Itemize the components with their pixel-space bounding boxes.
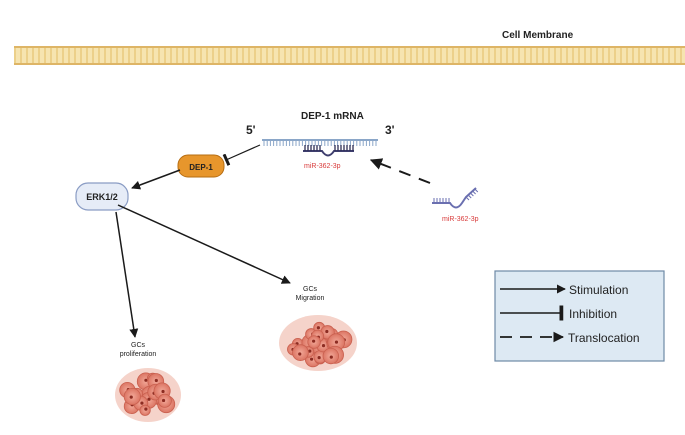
mrna-title: DEP-1 mRNA [301, 111, 364, 122]
mirna-free-label: miR-362-3p [442, 216, 479, 223]
dep1-to-erk-arrow [131, 169, 181, 190]
mirna-free [432, 187, 479, 209]
cell-nucleus [144, 378, 148, 382]
three-prime-label: 3' [385, 123, 395, 137]
cell-nucleus [312, 339, 316, 343]
five-prime-label: 5' [246, 123, 256, 137]
dep1-node: DEP-1 [177, 154, 225, 178]
legend-box [494, 270, 665, 362]
cell-nucleus [147, 397, 151, 401]
cell-nucleus [161, 389, 165, 394]
proliferation-label-line1: GCs [131, 342, 146, 349]
dep1-label: DEP-1 [189, 163, 213, 172]
mirna-base-tick [465, 196, 470, 201]
cell-nucleus [325, 329, 329, 334]
cell-nucleus [129, 395, 133, 399]
mirna-base-tick [467, 194, 472, 199]
cell-nucleus [140, 401, 144, 405]
proliferation-label-line2: proliferation [120, 351, 157, 358]
mirna-bound-label: miR-362-3p [304, 163, 341, 170]
cell-nucleus [321, 344, 326, 348]
legend-stimulation-label: Stimulation [569, 283, 628, 297]
cell-nucleus [310, 357, 314, 361]
cell-nucleus [154, 378, 158, 383]
mirna-base-tick [470, 192, 474, 197]
mrna-strand [262, 139, 378, 146]
erk-node: ERK1/2 [75, 182, 129, 211]
erk-to-proliferation-arrow [115, 211, 139, 338]
mirna-base-tick [472, 190, 476, 195]
cell-nucleus [144, 407, 148, 411]
erk-label: ERK1/2 [86, 192, 118, 202]
migration-cell-cluster [279, 315, 357, 371]
cell-nucleus [161, 398, 166, 403]
mirna-bound [303, 145, 354, 157]
cell-nucleus [329, 355, 333, 359]
migration-label-line2: Migration [296, 295, 325, 302]
cell-nucleus [317, 356, 321, 360]
mirna-free-strand [432, 187, 477, 209]
migration-label-line1: GCs [303, 286, 318, 293]
legend: Stimulation Inhibition Translocation [494, 270, 665, 362]
erk-to-migration-arrow [117, 204, 291, 284]
membrane-label: Cell Membrane [502, 30, 574, 41]
cell-membrane [14, 46, 685, 65]
cell-nucleus [298, 352, 302, 356]
inhibition-arrow [222, 144, 261, 166]
cell-nucleus [308, 349, 312, 353]
erk-shape [75, 182, 129, 211]
cell-nucleus [316, 326, 320, 330]
translocation-arrow [369, 158, 431, 184]
mirna-bound-strand [303, 150, 354, 157]
legend-inhibition-label: Inhibition [569, 307, 617, 321]
proliferation-cell-cluster [115, 368, 181, 422]
mirna-base-tick [474, 188, 479, 193]
legend-translocation-label: Translocation [568, 331, 640, 345]
membrane-band [14, 47, 685, 64]
cell-nucleus [334, 340, 339, 344]
dep1-shape [177, 154, 225, 178]
